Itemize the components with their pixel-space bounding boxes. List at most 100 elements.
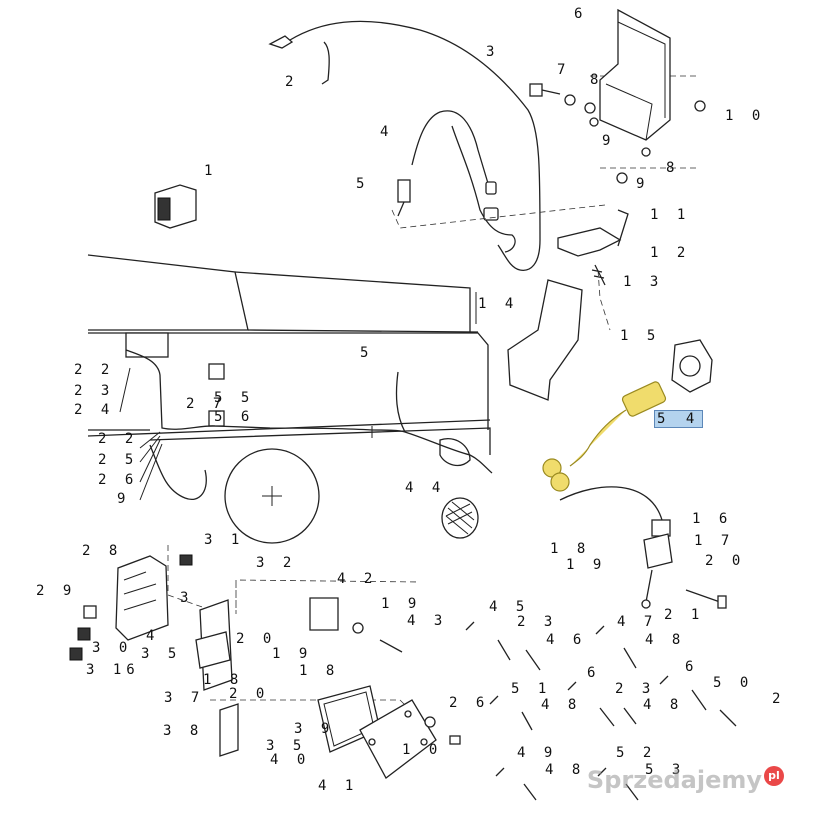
callout-33: 3 [180, 590, 194, 606]
callout-31: 3 1 [204, 532, 245, 548]
callout-10: 1 0 [725, 108, 766, 124]
callout-6c: 6 [685, 659, 699, 675]
callout-316: 3 16 [86, 662, 140, 678]
pedal-14 [507, 279, 583, 401]
callout-11: 1 1 [650, 207, 691, 223]
callout-2b: 2 [772, 691, 786, 707]
callout-4: 4 [380, 124, 394, 140]
plates-mid [195, 597, 403, 757]
callout-19c: 1 9 [272, 646, 313, 662]
callout-35a: 3 5 [141, 646, 182, 662]
callout-30: 3 0 [92, 640, 133, 656]
sensor-54 [542, 339, 713, 492]
connector-5 [397, 179, 411, 217]
callout-7: 7 [557, 62, 571, 78]
wheel [149, 438, 471, 544]
switch-16 [559, 486, 727, 609]
callout-8a: 8 [590, 72, 604, 88]
callout-35b: 3 5 [266, 738, 307, 754]
callout-3: 3 [486, 44, 500, 60]
callout-54: 5 4 [654, 410, 704, 428]
fasteners-upper [529, 83, 706, 247]
callout-17: 1 7 [694, 533, 735, 549]
callout-5b: 5 [360, 345, 374, 361]
callout-52: 5 2 [616, 745, 657, 761]
cover-41 [317, 685, 461, 779]
housing-28 [69, 554, 193, 661]
callout-21: 2 1 [664, 607, 705, 623]
callout-46: 4 6 [546, 632, 587, 648]
callout-47: 4 7 [617, 614, 658, 630]
callout-38: 3 8 [163, 723, 204, 739]
callout-39: 3 9 [294, 721, 335, 737]
callout-24: 2 4 [74, 402, 115, 418]
dashed-leaders [167, 75, 700, 721]
callout-20a: 2 0 [705, 553, 746, 569]
watermark-text: Sprzedajemy [586, 766, 762, 794]
callout-32: 3 2 [256, 555, 297, 571]
callout-14: 1 4 [478, 296, 519, 312]
bracket-12 [557, 227, 622, 286]
callout-12: 1 2 [650, 245, 691, 261]
callout-20c: 2 0 [229, 686, 270, 702]
callout-48d: 4 8 [545, 762, 586, 778]
callout-19b: 1 9 [381, 596, 422, 612]
machine-body [87, 254, 491, 455]
callout-16a: 1 6 [692, 511, 733, 527]
callout-19a: 1 9 [566, 557, 607, 573]
callout-10b: 1 0 [402, 742, 443, 758]
callout-23c: 2 3 [615, 681, 656, 697]
callout-2: 2 [285, 74, 299, 90]
callout-42: 4 2 [337, 571, 378, 587]
callout-25: 2 5 [98, 452, 139, 468]
grille-44 [441, 497, 479, 539]
callout-45: 4 5 [489, 599, 530, 615]
callout-13: 1 3 [623, 274, 664, 290]
callout-28: 2 8 [82, 543, 123, 559]
callout-22b: 2 2 [98, 431, 139, 447]
fasteners-lower [465, 621, 737, 801]
callout-44: 4 4 [405, 480, 446, 496]
switch-1 [154, 184, 197, 229]
callout-23a: 2 3 [74, 383, 115, 399]
bracket-6 [599, 8, 671, 141]
callout-9b: 9 [636, 176, 650, 192]
callout-22a: 2 2 [74, 362, 115, 378]
callout-18b: 1 8 [299, 663, 340, 679]
callout-20b: 2 0 [236, 631, 277, 647]
callout-18c: 1 8 [203, 672, 244, 688]
callout-53: 5 3 [645, 762, 686, 778]
cable-4 [411, 110, 516, 253]
callout-5a: 5 [356, 176, 370, 192]
callout-26a: 2 6 [98, 472, 139, 488]
callout-26b: 2 6 [449, 695, 490, 711]
callout-56: 5 6 [214, 409, 255, 425]
callout-23b: 2 3 [517, 614, 558, 630]
callout-48c: 4 8 [643, 697, 684, 713]
callout-37: 3 7 [164, 690, 205, 706]
cable-3 [268, 20, 541, 271]
callout-43: 4 3 [407, 613, 448, 629]
callout-1: 1 [204, 163, 218, 179]
callout-15: 1 5 [620, 328, 661, 344]
callout-50: 5 0 [713, 675, 754, 691]
callout-18a: 1 8 [550, 541, 591, 557]
callout-48b: 4 8 [541, 697, 582, 713]
callout-40: 4 0 [270, 752, 311, 768]
watermark-badge-icon: pl [764, 766, 784, 786]
callout-9c: 9 [117, 491, 131, 507]
callout-55: 5 5 [214, 390, 255, 406]
callout-6: 6 [574, 6, 588, 22]
callout-6b: 6 [587, 665, 601, 681]
wiring-harness [119, 349, 493, 501]
callout-29: 2 9 [36, 583, 77, 599]
callout-34: 4 [146, 628, 160, 644]
callout-41: 4 1 [318, 778, 359, 794]
callout-8b: 8 [666, 160, 680, 176]
callout-9a: 9 [602, 133, 616, 149]
callout-48a: 4 8 [645, 632, 686, 648]
callout-49: 4 9 [517, 745, 558, 761]
callout-27: 2 7 [186, 396, 227, 412]
